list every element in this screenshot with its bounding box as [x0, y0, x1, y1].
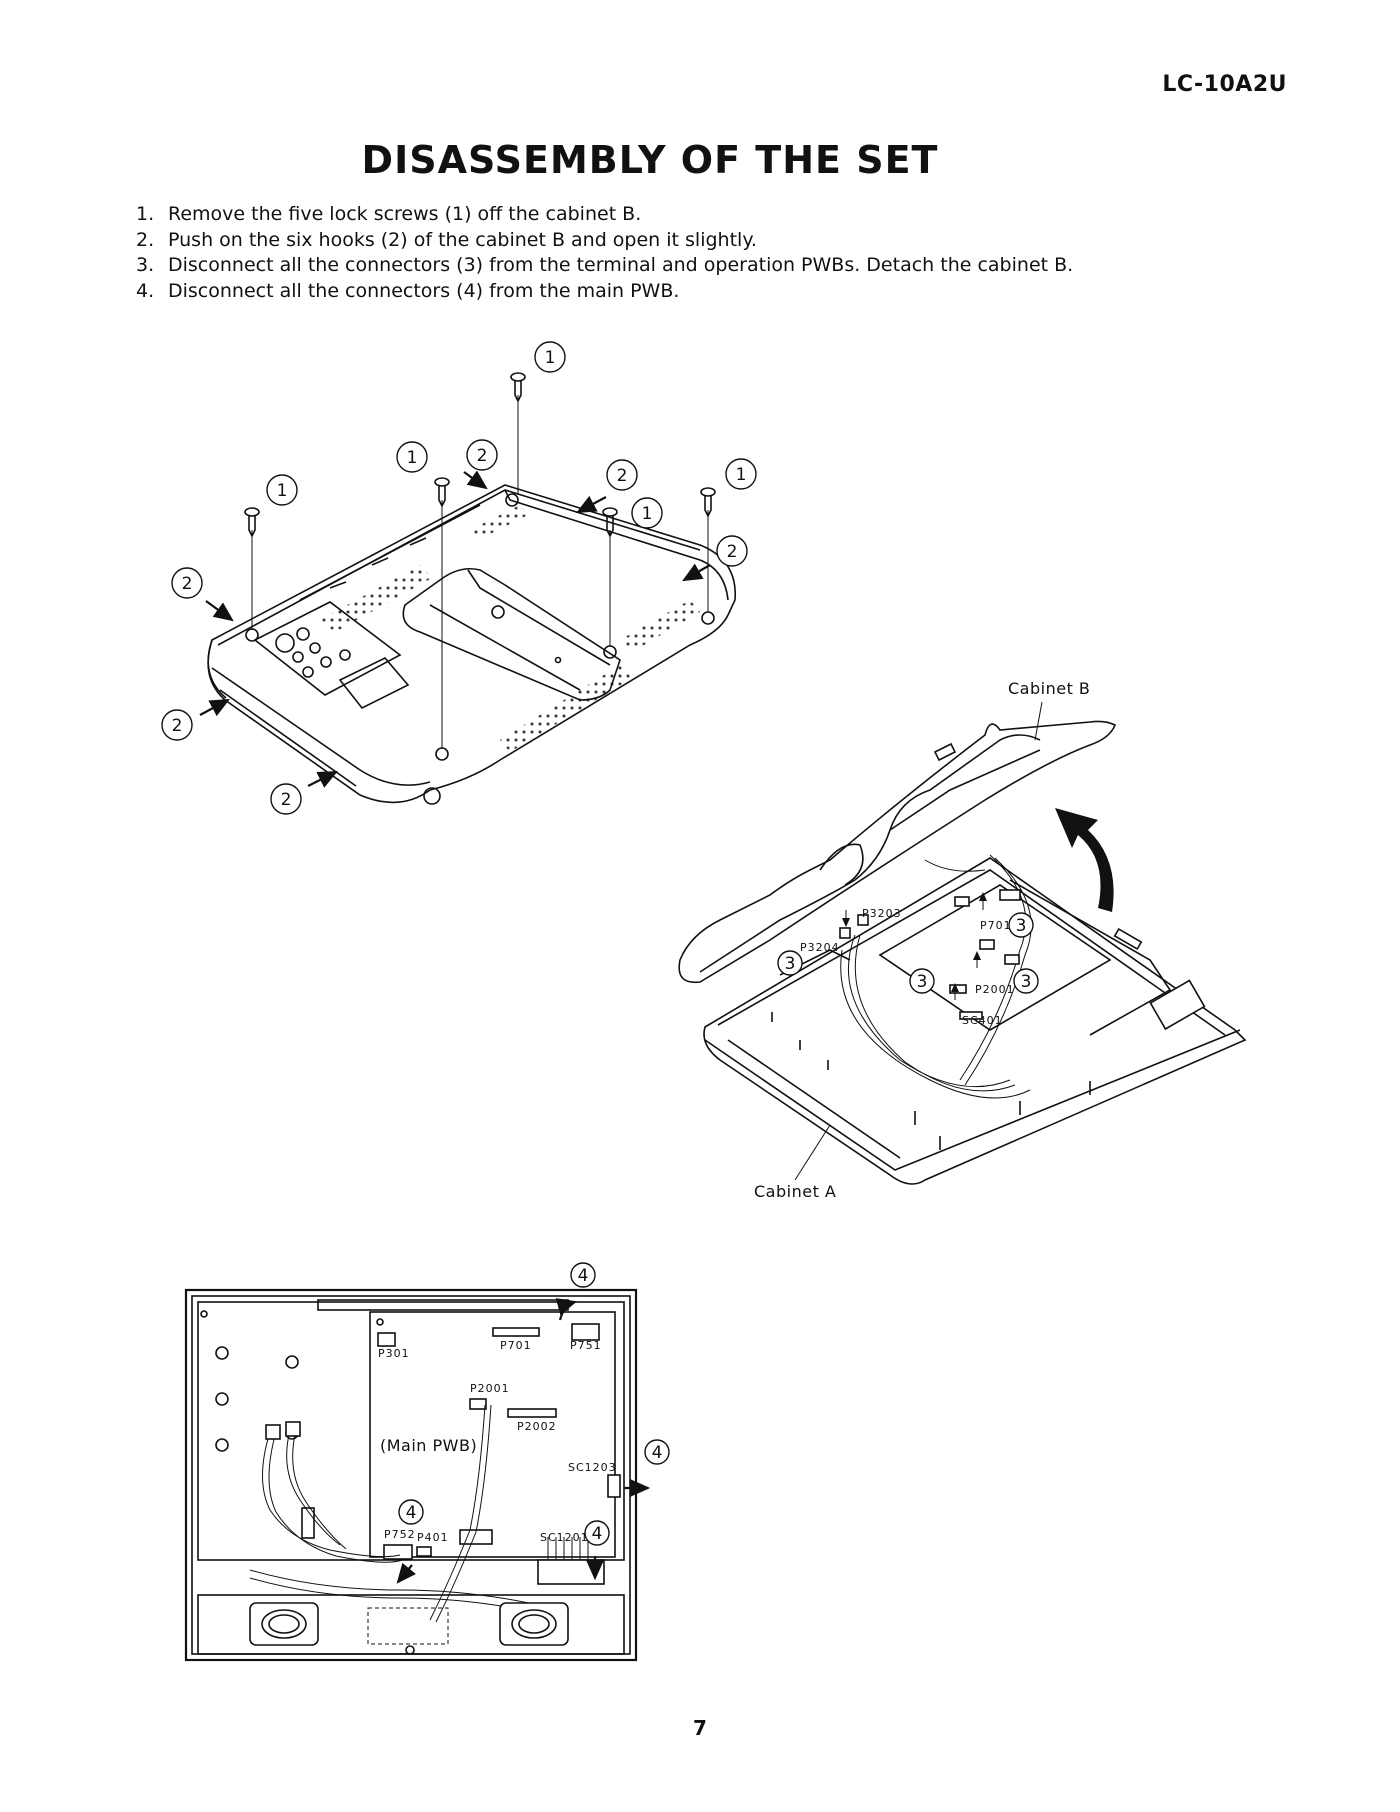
step-text: Disconnect all the connectors (4) from t… [168, 279, 680, 302]
callout-screw: 1 [534, 341, 566, 373]
step-number: 4. [136, 279, 155, 302]
label-p2002: P2002 [517, 1420, 557, 1433]
label-p701: P701 [980, 919, 1012, 932]
label-main-pwb: (Main PWB) [380, 1436, 477, 1455]
svg-text:2: 2 [477, 446, 488, 466]
callout-hook: 2 [466, 439, 498, 471]
svg-text:2: 2 [172, 716, 183, 736]
callout-connector: 3 [777, 950, 803, 976]
page-title: DISASSEMBLY OF THE SET [361, 138, 939, 182]
step-text: Push on the six hooks (2) of the cabinet… [168, 228, 757, 251]
step-text: Disconnect all the connectors (3) from t… [168, 254, 1074, 276]
callout-screw: 1 [396, 441, 428, 473]
instruction-step: 1. Remove the five lock screws (1) off th… [136, 202, 1073, 228]
label-p301: P301 [378, 1347, 410, 1360]
callout-main-connector: 4 [584, 1520, 610, 1546]
svg-text:1: 1 [736, 465, 747, 485]
callout-hook: 2 [606, 459, 638, 491]
figure-opened-cabinet: Cabinet B Cabinet A P3203 P3204 P701 P20… [678, 679, 1247, 1201]
step-text: Remove the five lock screws (1) off the … [168, 203, 642, 225]
label-sc1203: SC1203 [568, 1461, 617, 1474]
instruction-step: 3. Disconnect all the connectors (3) from… [136, 253, 1073, 279]
svg-text:2: 2 [281, 790, 292, 810]
callout-main-connector: 4 [398, 1499, 424, 1525]
label-p701: P701 [500, 1339, 532, 1352]
svg-text:4: 4 [578, 1266, 589, 1286]
step-number: 2. [136, 228, 155, 251]
lock-screw [602, 507, 618, 646]
svg-text:1: 1 [642, 504, 653, 524]
label-p3204: P3204 [800, 941, 840, 954]
svg-text:3: 3 [785, 954, 796, 974]
step-number: 1. [136, 203, 155, 225]
svg-text:2: 2 [727, 542, 738, 562]
label-p752: P752 [384, 1528, 416, 1541]
svg-text:4: 4 [652, 1443, 663, 1463]
label-cabinet-b: Cabinet B [1008, 679, 1090, 698]
connector-p752 [383, 1544, 413, 1560]
model-number: LC-10A2U [1162, 72, 1287, 97]
callout-screw: 1 [266, 474, 298, 506]
callout-hook: 2 [716, 535, 748, 567]
callout-screw: 1 [631, 497, 663, 529]
callout-hook: 2 [161, 709, 193, 741]
label-p2001: P2001 [975, 983, 1015, 996]
svg-text:3: 3 [917, 972, 928, 992]
callout-hook: 2 [171, 567, 203, 599]
label-p751: P751 [570, 1339, 602, 1352]
lock-screw [244, 507, 260, 630]
connector-sc1203 [607, 1474, 621, 1498]
callout-connector: 3 [1013, 968, 1039, 994]
lock-screw [434, 477, 450, 748]
instruction-step: 2. Push on the six hooks (2) of the cabin… [136, 228, 1073, 254]
callout-main-connector: 4 [570, 1262, 596, 1288]
callout-connector: 3 [1008, 912, 1034, 938]
svg-text:2: 2 [182, 574, 193, 594]
svg-text:1: 1 [545, 348, 556, 368]
label-p2001: P2001 [470, 1382, 510, 1395]
label-p3203: P3203 [862, 907, 902, 920]
svg-text:4: 4 [592, 1524, 603, 1544]
svg-text:4: 4 [406, 1503, 417, 1523]
connector-p2002 [507, 1408, 557, 1418]
callout-screw: 1 [725, 458, 757, 490]
svg-text:1: 1 [277, 481, 288, 501]
label-sc401: SC401 [962, 1014, 1003, 1027]
instruction-list: 1. Remove the five lock screws (1) off th… [136, 202, 1073, 304]
connector-p401 [416, 1546, 432, 1557]
callout-connector: 3 [909, 968, 935, 994]
connector-p2001 [469, 1398, 487, 1410]
svg-text:1: 1 [407, 448, 418, 468]
step-number: 3. [136, 254, 155, 276]
label-sc1201: SC1201 [540, 1531, 589, 1544]
label-p401: P401 [417, 1531, 449, 1544]
figure-rear-view: 1 1 1 1 1 2 2 2 2 2 2 [161, 341, 757, 815]
instruction-step: 4. Disconnect all the connectors (4) from… [136, 279, 1073, 305]
svg-text:3: 3 [1021, 972, 1032, 992]
svg-text:3: 3 [1016, 916, 1027, 936]
connector-p301 [377, 1332, 396, 1347]
connector-p701 [492, 1327, 540, 1337]
callout-main-connector: 4 [644, 1439, 670, 1465]
page-number: 7 [693, 1716, 707, 1740]
lock-screw [510, 372, 526, 495]
callout-hook: 2 [270, 783, 302, 815]
label-cabinet-a: Cabinet A [754, 1182, 836, 1201]
svg-text:2: 2 [617, 466, 628, 486]
lock-screw [700, 487, 716, 612]
connector-p751 [571, 1323, 600, 1341]
figure-main-pwb: P301 P701 P751 P2001 P2002 (Main PWB) SC… [184, 1262, 670, 1662]
